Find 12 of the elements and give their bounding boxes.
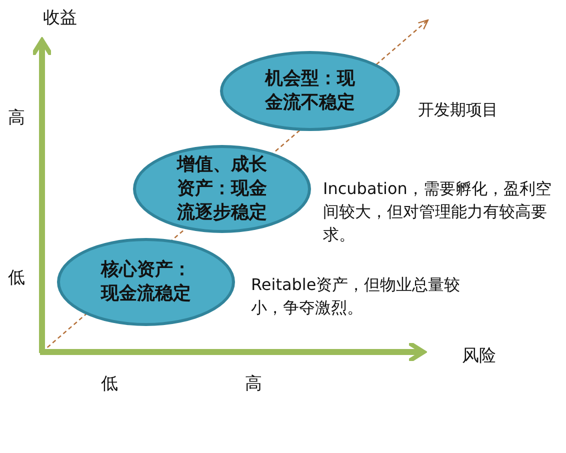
description-text: 开发期项目 [418,99,499,121]
ellipse-node: 增值、成长资产：现金流逐步稳定 [133,145,311,233]
description-text: Reitable资产，但物业总量较小，争夺激烈。 [251,274,462,319]
ellipse-node: 机会型：现金流不稳定 [220,51,400,131]
axis-label: 风险 [462,345,496,367]
ellipse-node: 核心资产：现金流稳定 [57,238,235,326]
axis-label: 收益 [43,7,77,29]
axis-label: 低 [8,267,25,289]
axis-label: 高 [245,373,262,395]
axis-label: 高 [8,107,25,129]
axis-label: 低 [101,373,118,395]
description-text: Incubation，需要孵化，盈利空间较大，但对管理能力有较高要求。 [323,178,552,246]
